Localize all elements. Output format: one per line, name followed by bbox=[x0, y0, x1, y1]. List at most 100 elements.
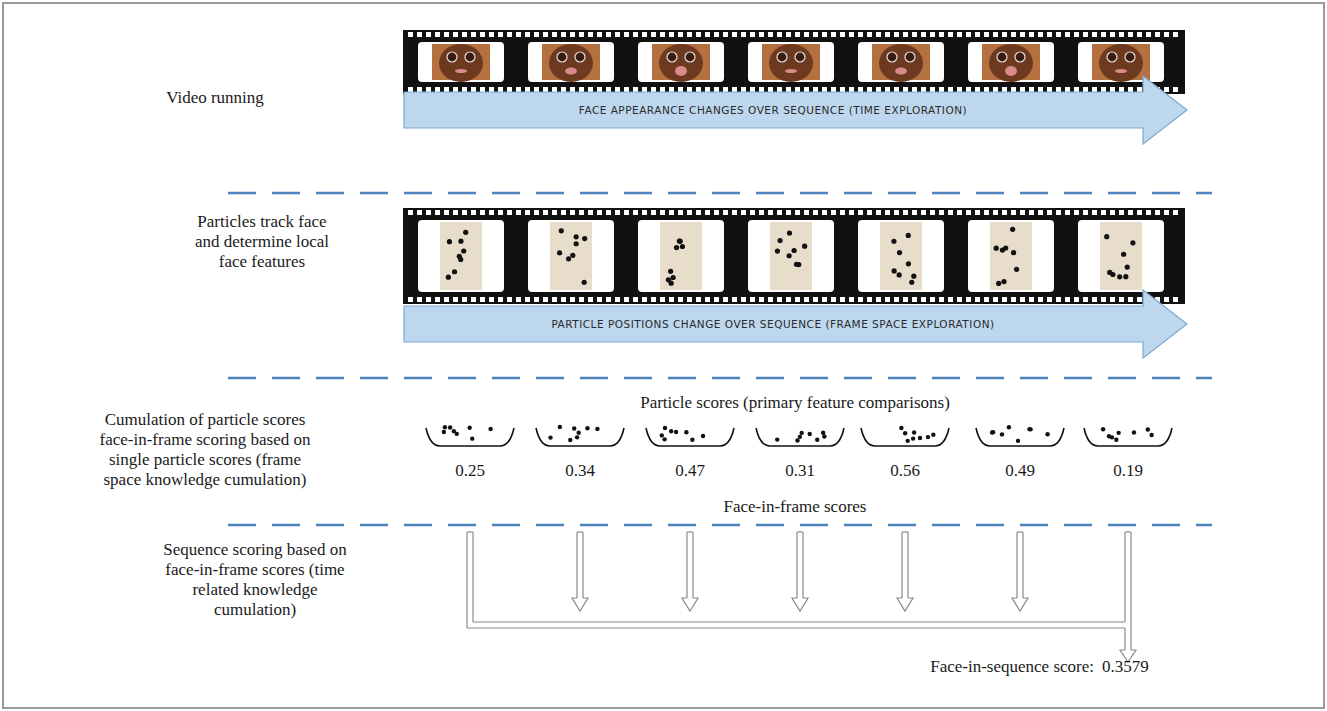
particle-dot bbox=[996, 281, 1001, 286]
sprocket-hole bbox=[1128, 297, 1133, 302]
sprocket-hole bbox=[471, 210, 476, 215]
sprocket-hole bbox=[930, 87, 935, 92]
face-patch bbox=[990, 222, 1032, 290]
sprocket-hole bbox=[444, 297, 449, 302]
sprocket-hole bbox=[849, 297, 854, 302]
sprocket-hole bbox=[759, 210, 764, 215]
sprocket-hole bbox=[534, 87, 539, 92]
sprocket-hole bbox=[795, 87, 800, 92]
sprocket-hole bbox=[552, 87, 557, 92]
sprocket-hole bbox=[1002, 32, 1007, 37]
sprocket-hole bbox=[840, 87, 845, 92]
sprocket-hole bbox=[408, 32, 413, 37]
sprocket-hole bbox=[1065, 210, 1070, 215]
sprocket-hole bbox=[660, 210, 665, 215]
arrow-line bbox=[1016, 532, 1017, 598]
sprocket-hole bbox=[1020, 87, 1025, 92]
sprocket-hole bbox=[408, 87, 413, 92]
face-patch bbox=[550, 222, 592, 290]
dashed-separator bbox=[228, 524, 1212, 527]
sprocket-hole bbox=[1083, 297, 1088, 302]
sprocket-hole bbox=[1029, 297, 1034, 302]
sprocket-hole bbox=[1029, 32, 1034, 37]
sprocket-hole bbox=[1092, 210, 1097, 215]
sprocket-hole bbox=[975, 87, 980, 92]
sprocket-hole bbox=[1065, 87, 1070, 92]
sprocket-hole bbox=[462, 210, 467, 215]
glasses bbox=[447, 52, 457, 62]
sprocket-hole bbox=[795, 210, 800, 215]
sprocket-hole bbox=[1092, 87, 1097, 92]
sprocket-hole bbox=[633, 87, 638, 92]
glasses bbox=[1107, 52, 1117, 62]
sprocket-hole bbox=[687, 297, 692, 302]
sprocket-hole bbox=[453, 210, 458, 215]
score-bowl bbox=[536, 428, 624, 446]
particle-dot bbox=[668, 269, 673, 274]
particle-dot bbox=[1123, 274, 1128, 279]
sprocket-hole bbox=[597, 297, 602, 302]
face bbox=[879, 44, 923, 82]
sprocket-hole bbox=[1110, 297, 1115, 302]
sprocket-hole bbox=[1029, 210, 1034, 215]
sprocket-hole bbox=[1155, 32, 1160, 37]
sprocket-hole bbox=[903, 210, 908, 215]
sprocket-hole bbox=[498, 87, 503, 92]
film-frame bbox=[748, 220, 834, 292]
particle-dot bbox=[1149, 433, 1153, 437]
score-value: 0.56 bbox=[870, 461, 940, 481]
sprocket-hole bbox=[1056, 32, 1061, 37]
sprocket-hole bbox=[570, 32, 575, 37]
glasses bbox=[685, 52, 695, 62]
sprocket-hole bbox=[705, 32, 710, 37]
sprocket-hole bbox=[1128, 210, 1133, 215]
particle-dot bbox=[1146, 427, 1150, 431]
sprocket-hole bbox=[435, 210, 440, 215]
sprocket-hole bbox=[903, 32, 908, 37]
sprocket-hole bbox=[1164, 32, 1169, 37]
sprocket-hole bbox=[633, 210, 638, 215]
sprocket-hole bbox=[984, 32, 989, 37]
sprocket-hole bbox=[552, 297, 557, 302]
row-label: Particles track face and determine local… bbox=[185, 212, 340, 272]
sprocket-hole bbox=[750, 210, 755, 215]
sprocket-hole bbox=[579, 297, 584, 302]
sprocket-hole bbox=[1038, 87, 1043, 92]
glasses bbox=[557, 52, 567, 62]
result-label: Face-in-sequence score: bbox=[794, 657, 1094, 677]
arrow-line bbox=[1017, 531, 1023, 532]
sprocket-hole bbox=[678, 297, 683, 302]
sprocket-hole bbox=[588, 32, 593, 37]
sprocket-hole bbox=[804, 32, 809, 37]
sprocket-hole bbox=[561, 32, 566, 37]
sprocket-hole bbox=[507, 297, 512, 302]
time-arrow: FACE APPEARANCE CHANGES OVER SEQUENCE (T… bbox=[403, 74, 1189, 146]
sprocket-hole bbox=[525, 87, 530, 92]
particle-dot bbox=[548, 435, 552, 439]
particle-dot bbox=[574, 234, 579, 239]
particle-dot bbox=[802, 244, 807, 249]
arrow-line bbox=[797, 531, 803, 532]
sprocket-hole bbox=[858, 297, 863, 302]
sprocket-hole bbox=[669, 297, 674, 302]
particle-dot bbox=[557, 250, 562, 255]
sprocket-hole bbox=[507, 210, 512, 215]
particle-dot bbox=[582, 280, 587, 285]
sprocket-hole bbox=[471, 32, 476, 37]
dashed-separator bbox=[228, 377, 1212, 380]
arrow-line bbox=[1125, 531, 1131, 532]
separator-lines bbox=[228, 193, 1212, 525]
sprocket-hole bbox=[696, 210, 701, 215]
score-bowl bbox=[1084, 428, 1172, 446]
sprocket-hole bbox=[840, 32, 845, 37]
mouth bbox=[785, 69, 797, 73]
sprocket-hole bbox=[876, 297, 881, 302]
particle-dot bbox=[582, 236, 587, 241]
sprocket-hole bbox=[885, 297, 890, 302]
sprocket-hole bbox=[633, 32, 638, 37]
sprocket-hole bbox=[939, 32, 944, 37]
sprocket-hole bbox=[849, 32, 854, 37]
sprocket-hole bbox=[1101, 210, 1106, 215]
sprocket-hole bbox=[687, 32, 692, 37]
sprocket-hole bbox=[498, 32, 503, 37]
